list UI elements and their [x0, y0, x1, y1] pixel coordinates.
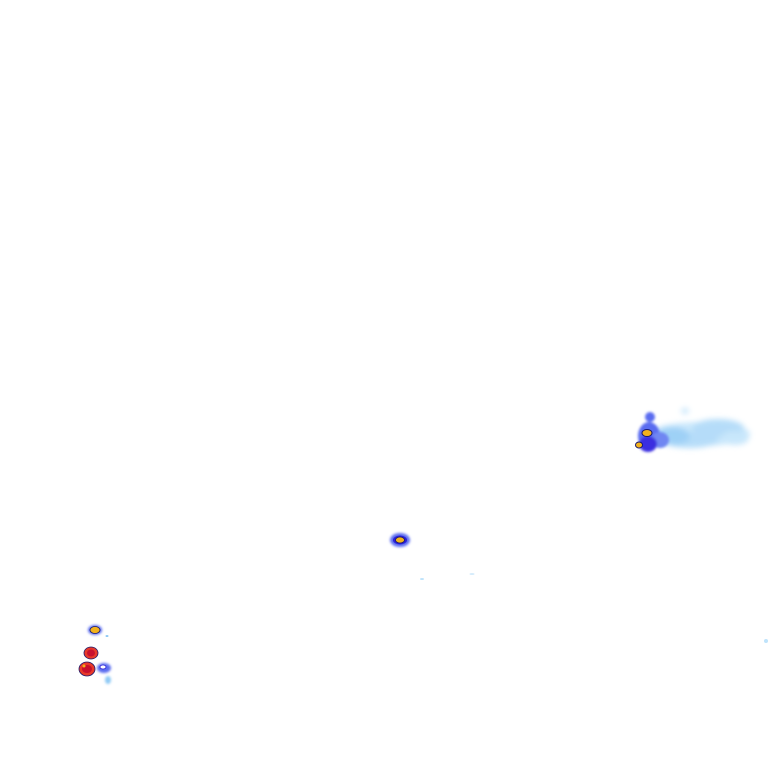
echo-center-speck: [420, 578, 424, 580]
echo-east-cluster: [635, 408, 750, 452]
echo-center-speck: [469, 573, 475, 575]
echo-east-edge-speck: [764, 639, 768, 643]
echo-center-cell: [390, 533, 475, 580]
echo-east-core: [635, 429, 653, 449]
echo-southwest-cluster: [78, 625, 111, 684]
echo-southwest-north: [88, 625, 109, 637]
echo-southwest-south: [78, 661, 111, 684]
echo-east-light-band: [650, 408, 750, 448]
echo-southwest-middle: [83, 646, 99, 660]
